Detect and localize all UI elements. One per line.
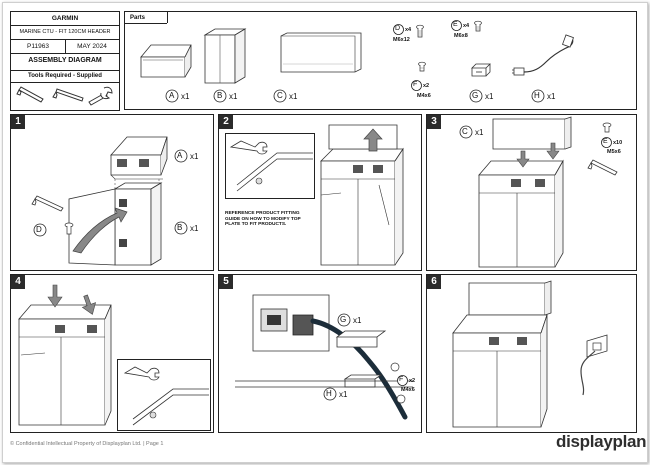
step-1-number: 1 — [11, 115, 25, 129]
part-a-qty: x1 — [181, 92, 190, 101]
screw-d-icon — [416, 24, 424, 38]
part-a-letter: A — [169, 91, 175, 100]
copyright-text: © Confidential Intellectual Property of … — [10, 441, 164, 447]
screw-e-letter: E — [453, 21, 458, 28]
step-3-callout-e-size: M5x6 — [607, 149, 621, 155]
step-5-callout-g-letter: G — [340, 315, 347, 324]
document-type: ASSEMBLY DIAGRAM — [28, 57, 102, 64]
step-5-callout-f-size: M4x6 — [401, 387, 415, 393]
part-c-header-panel — [280, 32, 362, 73]
part-h-qty: x1 — [547, 92, 556, 101]
step-3-illustration — [478, 116, 618, 268]
tools-title: Tools Required - Supplied — [28, 73, 102, 79]
parts-title: Parts — [130, 15, 146, 21]
spanner-icon — [88, 86, 113, 106]
step-1-callout-a-qty: x1 — [190, 152, 199, 161]
brand-name: GARMIN — [51, 15, 79, 22]
step-1-screw-icon — [64, 222, 74, 235]
screw-f-qty: x2 — [423, 83, 430, 89]
part-g-qty: x1 — [485, 92, 494, 101]
step-4-illustration — [18, 284, 112, 426]
step-1-panel: 1 A x1 D B x1 — [10, 114, 214, 271]
product-name: MARINE CTU - FIT 120CM HEADER — [19, 29, 111, 35]
screw-d-size: M6x12 — [393, 37, 410, 43]
step-3-callout-e-letter: E — [603, 138, 608, 145]
tools-panel: Tools Required - Supplied — [10, 70, 120, 111]
allen-key-small-icon — [16, 86, 44, 103]
allen-key-large-icon — [52, 88, 84, 102]
screw-f-size: M4x6 — [417, 93, 431, 99]
part-g-bracket — [471, 63, 491, 77]
part-c-qty: x1 — [289, 92, 298, 101]
screw-e-size: M6x8 — [454, 33, 468, 39]
step-1-callout-b-qty: x1 — [190, 224, 199, 233]
step-5-number: 5 — [219, 275, 233, 289]
step-5-callout-g-qty: x1 — [353, 316, 362, 325]
step-3-panel: 3 C x1 E x10 M5x6 — [426, 114, 637, 271]
screw-f-letter: F — [413, 81, 418, 88]
step-5-illustration — [235, 294, 413, 420]
part-c-letter: C — [277, 91, 283, 100]
step-6-illustration — [452, 280, 608, 428]
part-a-top-module — [140, 44, 192, 78]
step-1-callout-a-letter: A — [177, 151, 183, 160]
step-3-callout-c-letter: C — [462, 127, 468, 136]
step-4-panel: 4 — [10, 274, 214, 433]
step-3-callout-e-qty: x10 — [613, 140, 623, 146]
parts-panel: Parts A x1 B x1 C x1 D x4 — [124, 11, 637, 110]
screw-e-icon — [474, 20, 482, 32]
step-1-callout-d-letter: D — [36, 225, 42, 234]
step-5-callout-h-qty: x1 — [339, 390, 348, 399]
step-3-number: 3 — [427, 115, 441, 129]
document-date: MAY 2024 — [77, 43, 107, 50]
part-h-power-cable — [512, 34, 574, 76]
step-5-callout-f-letter: F — [399, 376, 404, 383]
part-b-qty: x1 — [229, 92, 238, 101]
part-g-letter: G — [472, 91, 479, 100]
step-5-callout-h-letter: H — [326, 389, 332, 398]
wall-socket-icon — [586, 334, 608, 358]
displayplan-logo: displayplan — [556, 432, 647, 451]
title-block: GARMIN MARINE CTU - FIT 120CM HEADER P11… — [10, 11, 120, 71]
step-4-number: 4 — [11, 275, 25, 289]
screw-f-icon — [418, 61, 426, 72]
step-4-inset-illustration — [123, 366, 209, 426]
step-2-number: 2 — [219, 115, 233, 129]
step-1-illustration — [31, 136, 168, 266]
screw-d-qty: x4 — [405, 27, 412, 33]
screw-d-letter: D — [395, 25, 401, 32]
step-3-callout-c-qty: x1 — [475, 128, 484, 137]
step-2-panel: 2 REFERENCE PRODUCT FITTING GUIDE ON HOW… — [218, 114, 422, 271]
step-5-callout-f-qty: x2 — [409, 378, 416, 384]
step-2-note: REFERENCE PRODUCT FITTING GUIDE ON HOW T… — [225, 211, 301, 228]
part-b-cabinet — [203, 28, 247, 84]
step-6-panel: 6 — [426, 274, 637, 433]
part-b-letter: B — [217, 91, 223, 100]
step-1-callout-b-letter: B — [177, 223, 183, 232]
step-6-number: 6 — [427, 275, 441, 289]
step-5-panel: 5 G x1 F x2 M4x6 H x1 — [218, 274, 422, 433]
screw-e-qty: x4 — [463, 23, 470, 29]
product-code: P11963 — [27, 43, 49, 50]
step-2-illustration — [229, 124, 404, 266]
tools-illustration — [16, 86, 113, 106]
part-h-letter: H — [534, 91, 540, 100]
